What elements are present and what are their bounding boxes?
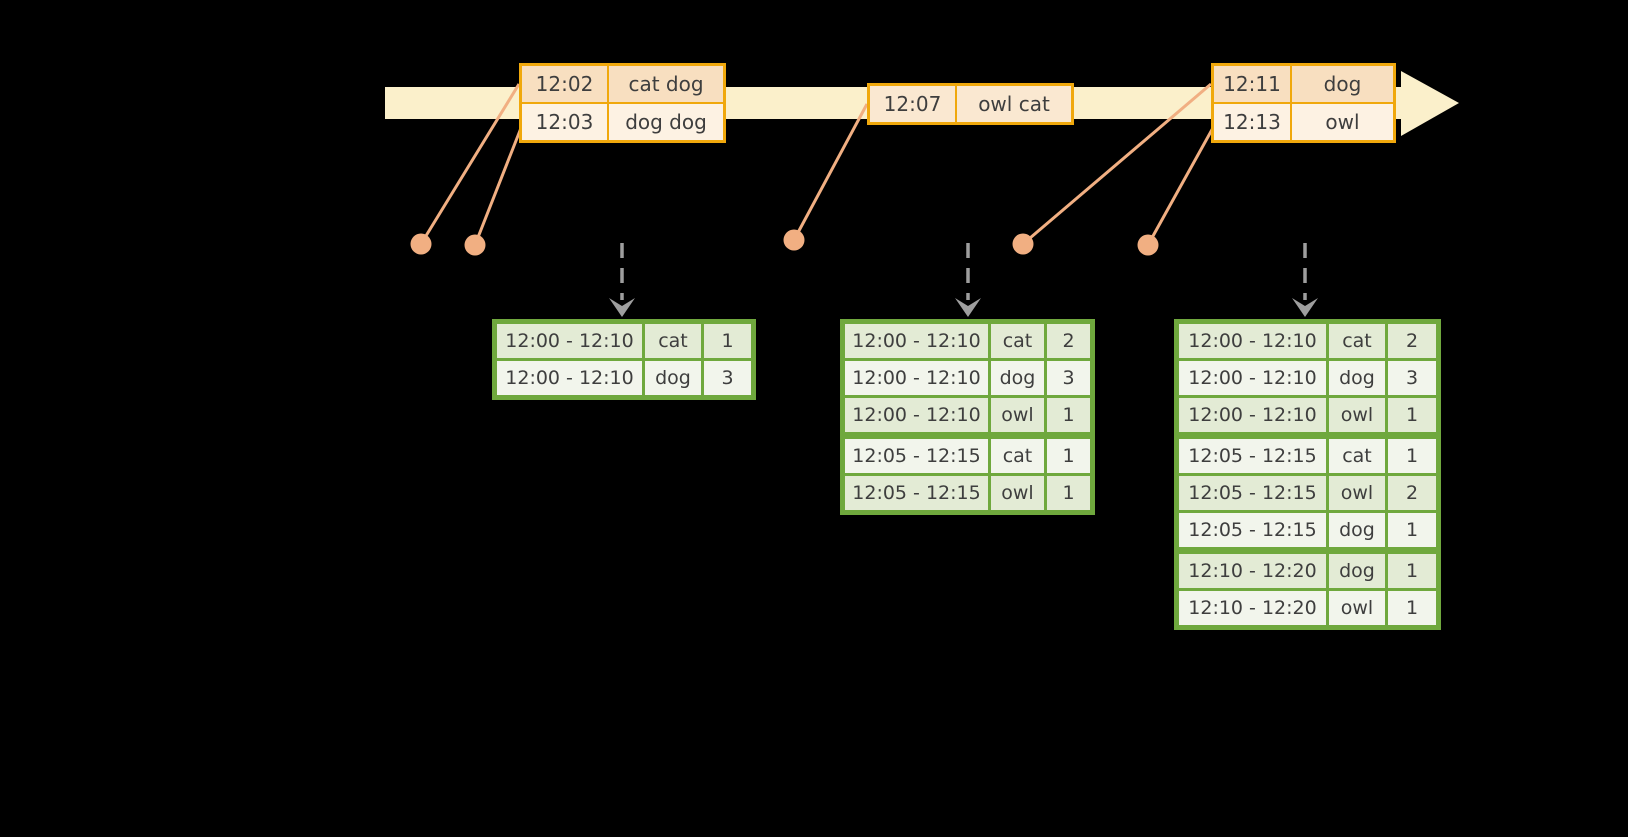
trigger-arrow xyxy=(955,243,981,317)
timeline-arrowhead-icon xyxy=(1401,71,1459,136)
window-cell: 12:00 - 12:10 xyxy=(1179,361,1326,395)
window-cell: 12:10 - 12:20 xyxy=(1179,591,1326,625)
count-cell: 1 xyxy=(1388,591,1436,625)
word-cell: owl xyxy=(1329,476,1385,510)
window-cell: 12:00 - 12:10 xyxy=(1179,324,1326,358)
result-row: 12:00 - 12:10 cat 2 xyxy=(845,324,1090,358)
window-cell: 12:05 - 12:15 xyxy=(845,439,988,473)
window-cell: 12:05 - 12:15 xyxy=(845,476,988,510)
result-row: 12:10 - 12:20 dog 1 xyxy=(1179,554,1436,588)
result-row: 12:05 - 12:15 cat 1 xyxy=(1179,439,1436,473)
word-cell: owl xyxy=(991,476,1044,510)
result-table-3: 12:00 - 12:10 cat 2 12:00 - 12:10 dog 3 … xyxy=(1174,319,1441,630)
event-dot xyxy=(783,229,805,251)
event-dot xyxy=(464,234,486,256)
event-words-cell: cat dog xyxy=(609,66,723,102)
event-connector-line xyxy=(473,127,523,246)
count-cell: 3 xyxy=(704,361,751,395)
event-words-cell: dog xyxy=(1292,66,1393,102)
result-row: 12:00 - 12:10 owl 1 xyxy=(1179,398,1436,432)
window-cell: 12:10 - 12:20 xyxy=(1179,554,1326,588)
trigger-arrowhead-icon xyxy=(1292,298,1318,317)
event-dot xyxy=(410,233,432,255)
count-cell: 1 xyxy=(704,324,751,358)
event-words-cell: owl cat xyxy=(957,86,1071,122)
word-cell: cat xyxy=(991,439,1044,473)
result-table-1: 12:00 - 12:10 cat 1 12:00 - 12:10 dog 3 xyxy=(492,319,756,400)
word-cell: dog xyxy=(991,361,1044,395)
event-time-cell: 12:07 xyxy=(870,86,955,122)
count-cell: 2 xyxy=(1388,476,1436,510)
event-time-cell: 12:02 xyxy=(522,66,607,102)
event-time-cell: 12:13 xyxy=(1214,104,1290,140)
word-cell: dog xyxy=(1329,513,1385,547)
count-cell: 2 xyxy=(1047,324,1090,358)
result-row: 12:00 - 12:10 owl 1 xyxy=(845,398,1090,432)
word-cell: owl xyxy=(1329,591,1385,625)
window-cell: 12:00 - 12:10 xyxy=(497,361,642,395)
count-cell: 1 xyxy=(1388,398,1436,432)
result-row: 12:05 - 12:15 owl 2 xyxy=(1179,476,1436,510)
count-cell: 3 xyxy=(1388,361,1436,395)
event-table-1: 12:02 cat dog 12:03 dog dog xyxy=(519,63,726,143)
event-connector-line xyxy=(1146,125,1216,246)
event-connector-line xyxy=(792,103,869,241)
result-row: 12:05 - 12:15 owl 1 xyxy=(845,476,1090,510)
word-cell: dog xyxy=(1329,554,1385,588)
window-cell: 12:00 - 12:10 xyxy=(1179,398,1326,432)
result-row: 12:05 - 12:15 dog 1 xyxy=(1179,513,1436,547)
count-cell: 1 xyxy=(1388,439,1436,473)
result-row: 12:00 - 12:10 dog 3 xyxy=(497,361,751,395)
count-cell: 1 xyxy=(1047,439,1090,473)
result-row: 12:00 - 12:10 dog 3 xyxy=(845,361,1090,395)
trigger-arrowhead-icon xyxy=(955,298,981,317)
event-table-3: 12:11 dog 12:13 owl xyxy=(1211,63,1396,143)
event-time-cell: 12:03 xyxy=(522,104,607,140)
event-dot xyxy=(1012,233,1034,255)
result-row: 12:05 - 12:15 cat 1 xyxy=(845,439,1090,473)
trigger-arrow xyxy=(609,243,635,317)
window-cell: 12:05 - 12:15 xyxy=(1179,476,1326,510)
count-cell: 1 xyxy=(1388,554,1436,588)
count-cell: 1 xyxy=(1047,398,1090,432)
count-cell: 1 xyxy=(1047,476,1090,510)
result-row: 12:10 - 12:20 owl 1 xyxy=(1179,591,1436,625)
word-cell: owl xyxy=(1329,398,1385,432)
count-cell: 3 xyxy=(1047,361,1090,395)
window-cell: 12:00 - 12:10 xyxy=(845,398,988,432)
window-cell: 12:00 - 12:10 xyxy=(845,324,988,358)
result-row: 12:00 - 12:10 cat 1 xyxy=(497,324,751,358)
count-cell: 1 xyxy=(1388,513,1436,547)
event-connector-line xyxy=(1022,82,1212,246)
event-connector-line xyxy=(419,83,521,245)
word-cell: cat xyxy=(645,324,701,358)
result-row: 12:00 - 12:10 cat 2 xyxy=(1179,324,1436,358)
count-cell: 2 xyxy=(1388,324,1436,358)
word-cell: owl xyxy=(991,398,1044,432)
word-cell: cat xyxy=(1329,324,1385,358)
result-row: 12:00 - 12:10 dog 3 xyxy=(1179,361,1436,395)
word-cell: cat xyxy=(1329,439,1385,473)
event-table-2: 12:07 owl cat xyxy=(867,83,1074,125)
window-cell: 12:05 - 12:15 xyxy=(1179,439,1326,473)
event-words-cell: dog dog xyxy=(609,104,723,140)
word-cell: cat xyxy=(991,324,1044,358)
event-time-cell: 12:11 xyxy=(1214,66,1290,102)
trigger-arrowhead-icon xyxy=(609,298,635,317)
result-table-2: 12:00 - 12:10 cat 2 12:00 - 12:10 dog 3 … xyxy=(840,319,1095,515)
window-cell: 12:05 - 12:15 xyxy=(1179,513,1326,547)
trigger-arrow xyxy=(1292,243,1318,317)
word-cell: dog xyxy=(645,361,701,395)
event-dot xyxy=(1137,234,1159,256)
event-words-cell: owl xyxy=(1292,104,1393,140)
window-cell: 12:00 - 12:10 xyxy=(497,324,642,358)
word-cell: dog xyxy=(1329,361,1385,395)
window-cell: 12:00 - 12:10 xyxy=(845,361,988,395)
